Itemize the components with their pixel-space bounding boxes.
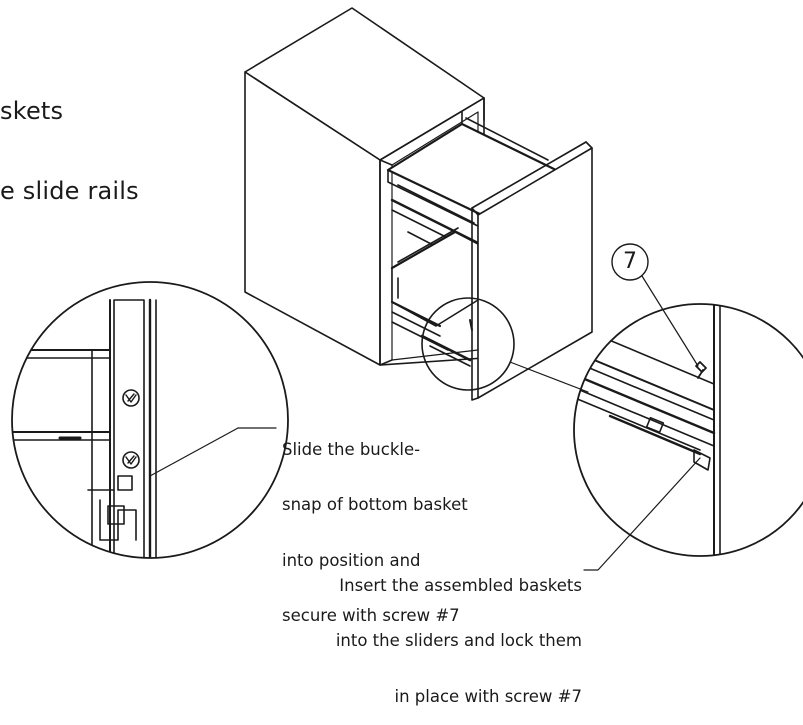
caption-insert-line-3: in place with screw #7 (394, 686, 582, 706)
heading-line-1: skets (0, 96, 64, 125)
screw-callout-leader (641, 275, 699, 367)
cabinet-illustration (244, 7, 593, 401)
assembly-diagram (11, 7, 803, 571)
screw-callout-circle (611, 243, 649, 281)
screw-head-upper (122, 389, 140, 407)
caption-insert-line-2: into the sliders and lock them (335, 631, 582, 651)
caption-buckle-line-2: snap of bottom basket (282, 495, 468, 515)
left-zoom-circle (11, 281, 289, 559)
detail-leader-line (509, 361, 589, 393)
right-zoom-circle (573, 303, 803, 557)
lower-basket (390, 227, 479, 367)
right-zoom-detail (573, 303, 803, 557)
screw-head-lower (122, 451, 140, 469)
heading-line-2: e slide rails (0, 177, 139, 206)
heading-text: skets e slide rails (0, 44, 139, 232)
caption-insert-line-1: Insert the assembled baskets (339, 575, 582, 595)
left-zoom-detail (11, 281, 289, 559)
caption-buckle-line-3: into position and (282, 550, 421, 570)
screw-callout-number: 7 (623, 249, 637, 274)
detail-marker-circle (421, 297, 515, 391)
caption-buckle-line-1: Slide the buckle- (282, 439, 421, 459)
caption2-leader (583, 457, 701, 571)
door-panel (477, 147, 593, 399)
caption-insert-baskets: Insert the assembled baskets into the sl… (272, 540, 582, 725)
